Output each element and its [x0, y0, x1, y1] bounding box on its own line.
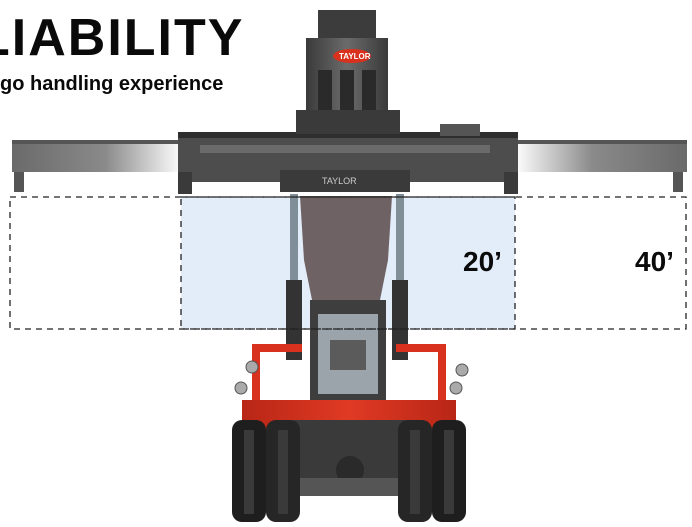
svg-text:TAYLOR: TAYLOR [339, 52, 371, 61]
tire-right [398, 420, 466, 522]
container-outline-20ft [180, 196, 516, 330]
container-size-label-20: 20’ [463, 246, 502, 277]
headline: LIABILITY [0, 9, 245, 67]
mirror-right-icon [449, 363, 469, 395]
subheadline: go handling experience [0, 73, 224, 95]
container-size-label-40: 40’ [635, 246, 674, 277]
tire-left [232, 420, 300, 522]
spreader-arm-left [12, 140, 182, 172]
mirror-left-icon [234, 360, 259, 395]
spreader-brand-text: TAYLOR [322, 176, 357, 186]
boom-body [286, 194, 408, 360]
spreader-arm-right [515, 140, 687, 172]
spreader-frame [178, 124, 518, 194]
boom-head [296, 10, 400, 134]
taylor-logo-icon: TAYLOR [333, 49, 371, 63]
